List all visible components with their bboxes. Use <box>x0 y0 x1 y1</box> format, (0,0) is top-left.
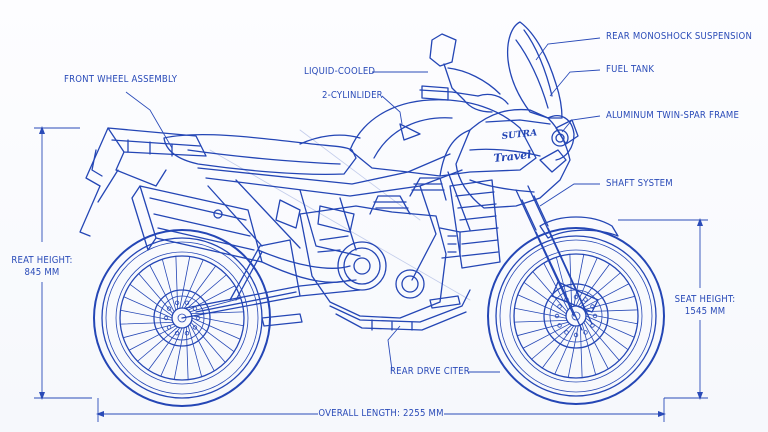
engine-block <box>299 177 461 319</box>
windscreen <box>506 21 563 119</box>
callout-leader-lines <box>125 37 601 373</box>
callout-liquid-cooled: LIQUID-COOLED <box>304 66 376 77</box>
headlight-cluster <box>547 115 575 161</box>
callout-shaft-system: SHAFT SYSTEM <box>606 178 673 189</box>
callout-rear-monoshock: REAR MONOSHOCK SUSPENSION <box>606 31 753 42</box>
fuel-tank <box>349 99 537 177</box>
callout-rear-drive: REAR DRVE CITER <box>390 366 470 377</box>
seat-height-value: 1545 MM <box>684 306 726 317</box>
aluminum-twin-spar-frame <box>197 153 471 281</box>
callout-front-wheel-assembly: FRONT WHEEL ASSEMBLY <box>64 74 178 85</box>
left-height-value: 845 MM <box>24 267 60 278</box>
handlebar-mirror <box>419 33 509 113</box>
radiator <box>449 179 501 269</box>
callout-aluminum-frame: ALUMINUM TWIN-SPAR FRAME <box>606 110 740 121</box>
dimension-lines <box>34 126 708 422</box>
dimension-seat-height: SEAT HEIGHT: 1545 MM <box>662 294 748 318</box>
skid-plate <box>329 289 471 331</box>
front-wheel <box>487 227 665 405</box>
seat-height-label: SEAT HEIGHT: <box>674 294 736 305</box>
rear-wheel <box>93 229 271 407</box>
swingarm <box>181 239 361 319</box>
dimension-overall-length: OVERALL LENGTH: 2255 MM <box>318 408 444 419</box>
callout-fuel-tank: FUEL TANK <box>606 64 655 75</box>
left-height-label: REAT HEIGHT: <box>11 255 73 266</box>
fairing-model-text: Travel <box>493 148 532 165</box>
rear-luggage-rack <box>79 127 207 237</box>
front-fork <box>515 185 619 331</box>
footpegs <box>261 295 461 327</box>
fairing-brand-text: SUTRA <box>501 128 537 142</box>
dimension-left-height: REAT HEIGHT: 845 MM <box>0 255 84 279</box>
seat <box>163 133 361 176</box>
callout-two-cylinder: 2-CYLINLIDER <box>322 90 383 101</box>
